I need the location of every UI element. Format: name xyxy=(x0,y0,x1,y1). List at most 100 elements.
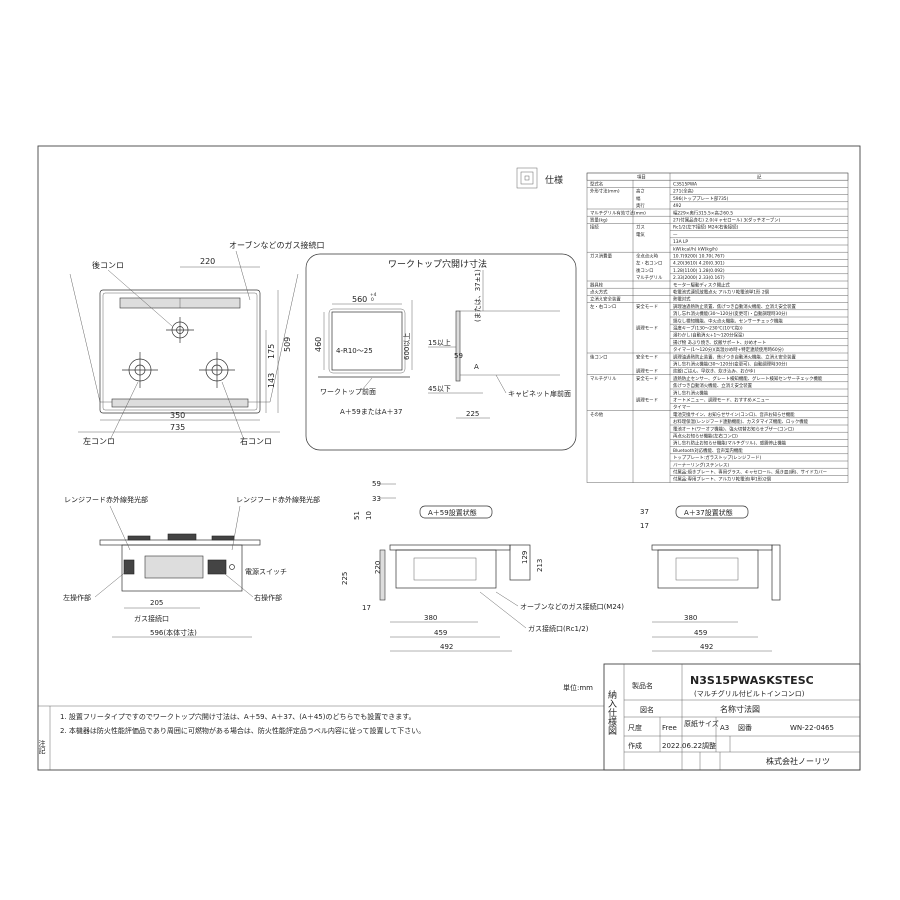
spec-row-value: 1.28(1100) 1.28(0.092) xyxy=(673,268,725,274)
side59-dim-225: 225 xyxy=(341,572,349,585)
power-switch-icon[interactable] xyxy=(229,564,235,570)
ir-left-label: レンジフード赤外線発光部 xyxy=(64,495,148,504)
created-date: 2022.06.22 xyxy=(662,742,702,750)
side59-plate xyxy=(389,544,511,551)
spec-row: トッププレート:ガラストップ(レンジフード) xyxy=(670,453,848,461)
dim-59-label: 59 xyxy=(454,352,463,360)
cutout-dim-600: 600以上 xyxy=(402,333,411,360)
spec-row-value: 13A LP xyxy=(673,239,688,245)
side-view-a37: A＋37設置状態 37 17 380 459 492 xyxy=(640,505,781,652)
a-letter: A xyxy=(474,363,479,371)
cutout-panel: ワークトップ穴開け寸法 560 +4 0 460 4-R10～25 600以上 … xyxy=(305,253,577,451)
revised-label: 調整 xyxy=(702,741,716,750)
dim-350: 350 xyxy=(170,411,185,420)
spec-row: マルチグリル有効寸法(mm)幅229×奥行315.5×高さ60.5 xyxy=(587,208,848,216)
side59-gas-port: ガス接続口(Rc1/2) xyxy=(528,624,589,633)
spec-row-value: kW(kcal/h) kW(kg/h) xyxy=(673,246,718,252)
spec-row: 消し忘れ消火機能(30～120分(変更可)・自動調理時30分) xyxy=(670,309,848,317)
cutout-dim-460: 460 xyxy=(314,337,323,352)
side59-dim-10: 10 xyxy=(365,511,373,520)
dim-143: 143 xyxy=(267,373,276,388)
topplate-front xyxy=(99,539,261,546)
spec-row-value: タイマー xyxy=(673,404,691,411)
spec-row-value: モーター駆動ディスク開止式 xyxy=(673,281,730,288)
spec-icon xyxy=(516,167,538,189)
spec-row: Bluetooth対応機能、音声案内機能 xyxy=(670,446,848,454)
dim-509: 509 xyxy=(283,337,292,352)
spec-row-label: 器具栓 xyxy=(590,281,604,288)
right-burner-label: 右コンロ xyxy=(240,436,272,446)
title-block: 納入仕様図 製品名 N3S15PWASKSTESC (マルチグリル付ビルトインコ… xyxy=(563,663,861,771)
front-dim-596: 596(本体寸法) xyxy=(150,628,197,637)
side59-oven-port: オーブンなどのガス接続口(M24) xyxy=(520,602,624,611)
spec-row: 幅 596(トッププレート部735) xyxy=(636,194,848,202)
cutout-title: ワークトップ穴開け寸法 xyxy=(388,258,487,270)
spec-row-sub: 調理モード xyxy=(636,325,658,332)
company-name: 株式会社ノーリツ xyxy=(766,756,830,766)
right-ops-label: 右操作部 xyxy=(254,593,282,602)
cabinet-front-label: キャビネット扉前面 xyxy=(508,389,571,398)
spec-row-label: 立消え安全装置 xyxy=(590,296,621,303)
spec-row-value: 27(付属品含む) 2.0(キャセロール) 3(ダッチオーブン) xyxy=(673,217,780,224)
notes-section: 注記 1. 設置フリータイプですのでワークトップ穴開け寸法は、A＋59、A＋37… xyxy=(38,705,604,770)
spec-row: 揚げ物 あぶり焼き、炊飯サポート、炒めオート xyxy=(670,338,848,346)
spec-row-label: 点火方式 xyxy=(590,289,608,296)
spec-row-sub: 幅 xyxy=(636,195,641,202)
spec-row-sub: 調理モード xyxy=(636,397,658,404)
spec-row-label: 左・右コンロ xyxy=(590,303,616,310)
control-knob-left xyxy=(123,559,135,575)
delivery-label: 納入仕様図 xyxy=(606,689,617,736)
side-view-a59: A＋59設置状態 59 33 51 10 220 225 129 213 17 … xyxy=(341,480,624,652)
spec-row: 湯わかし(自動消火+1～120分保温) xyxy=(670,331,848,339)
spec-row-value: 熱電対式 xyxy=(673,296,691,303)
spec-row-value: Rc1/2(左下接続) M24(右後接続) xyxy=(673,224,739,231)
spec-row: kW(kcal/h) kW(kg/h) xyxy=(670,244,848,252)
side37-dim-17: 17 xyxy=(640,522,649,530)
spec-row-value: 再点火お知らせ機能(左右コンロ) xyxy=(673,433,738,440)
model-subtitle: (マルチグリル付ビルトインコンロ) xyxy=(694,689,805,698)
spec-row-sub: 安全モード xyxy=(636,303,658,310)
model-name: N3S15PWASKSTESC xyxy=(690,674,814,687)
spec-row: 左・右コンロ安全モード調理油過熱防止装置、焦げつき自動消火機能、立消え安全装置 xyxy=(587,302,848,310)
spec-row: 点火方式乾電池式連続放電点火 アルカリ乾電池単1形 2個 xyxy=(587,287,848,296)
spec-row-value: タイマー(1～120分)(高温炒め時+特定連続使用時60分) xyxy=(673,346,784,353)
side59-title: A＋59設置状態 xyxy=(428,508,477,517)
drawing-no: WN-22-0465 xyxy=(790,724,834,732)
spec-row-sub: 左・右コンロ xyxy=(636,260,662,267)
spec-row: 後コンロ安全モード調理油過熱防止装置、焦げつき自動消火機能、立消え安全装置 xyxy=(587,352,848,360)
side37-body xyxy=(657,549,759,589)
spec-row: 消し忘れ防止お知らせ機能(マルチグリル)、感震停止機能 xyxy=(670,439,848,447)
spec-row-value: オートメニュー、調理モード、おすすめメニュー xyxy=(673,397,769,404)
spec-row-value: 596(トッププレート部735) xyxy=(673,195,729,202)
spec-row-sub: マルチグリル xyxy=(636,274,663,281)
spec-row: 消し忘れ消火機能 xyxy=(670,388,848,396)
spec-row: 鍋なし検知機能、中火点火機能、センサーチェック機能 xyxy=(670,316,848,324)
worktop-section xyxy=(455,310,461,382)
side59-dim-129: 129 xyxy=(521,551,529,564)
dim-735: 735 xyxy=(170,423,185,432)
dim-225-label: 225 xyxy=(466,410,479,418)
spec-row-label: ガス消費量 xyxy=(590,253,613,260)
side37-dim-380: 380 xyxy=(684,614,697,622)
spec-row: 調理モード炊飯(ごはん、早炊き、炊き込み、おかゆ) xyxy=(636,367,848,375)
right-burner-icon xyxy=(199,352,235,388)
side37-dim-492: 492 xyxy=(700,643,713,651)
spec-row-value: 過熱防止センサー、グレート検知機能、グレート検知センサーチェック機能 xyxy=(673,375,823,382)
side59-dim-33: 33 xyxy=(372,495,381,503)
side59-dim-380: 380 xyxy=(424,614,437,622)
cutout-frame xyxy=(305,253,577,451)
spec-row-value: 付属品:焼きプレート、専用グラス、キャセロール、焼き皿(網)、サイドカバー xyxy=(673,469,827,476)
spec-row-value: C3S15PWA xyxy=(673,182,697,188)
spec-row: 焦げつき自動消火機能、立消え安全装置 xyxy=(670,381,848,389)
left-burner-icon xyxy=(122,352,158,388)
note-1: 1. 設置フリータイプですのでワークトップ穴開け寸法は、A＋59、A＋37、(A… xyxy=(60,712,416,721)
spec-row-value: 炊飯(ごはん、早炊き、炊き込み、おかゆ) xyxy=(673,368,755,375)
spec-row: 器具栓 モーター駆動ディスク開止式 xyxy=(587,280,848,288)
spec-row-value: 4.20(3610) 4.20(0.301) xyxy=(673,261,725,267)
spec-row-value: 10.7(9200) 10.70(.767) xyxy=(673,254,725,260)
front-panel xyxy=(111,398,249,408)
ir-right-label: レンジフード赤外線発光部 xyxy=(236,495,320,504)
